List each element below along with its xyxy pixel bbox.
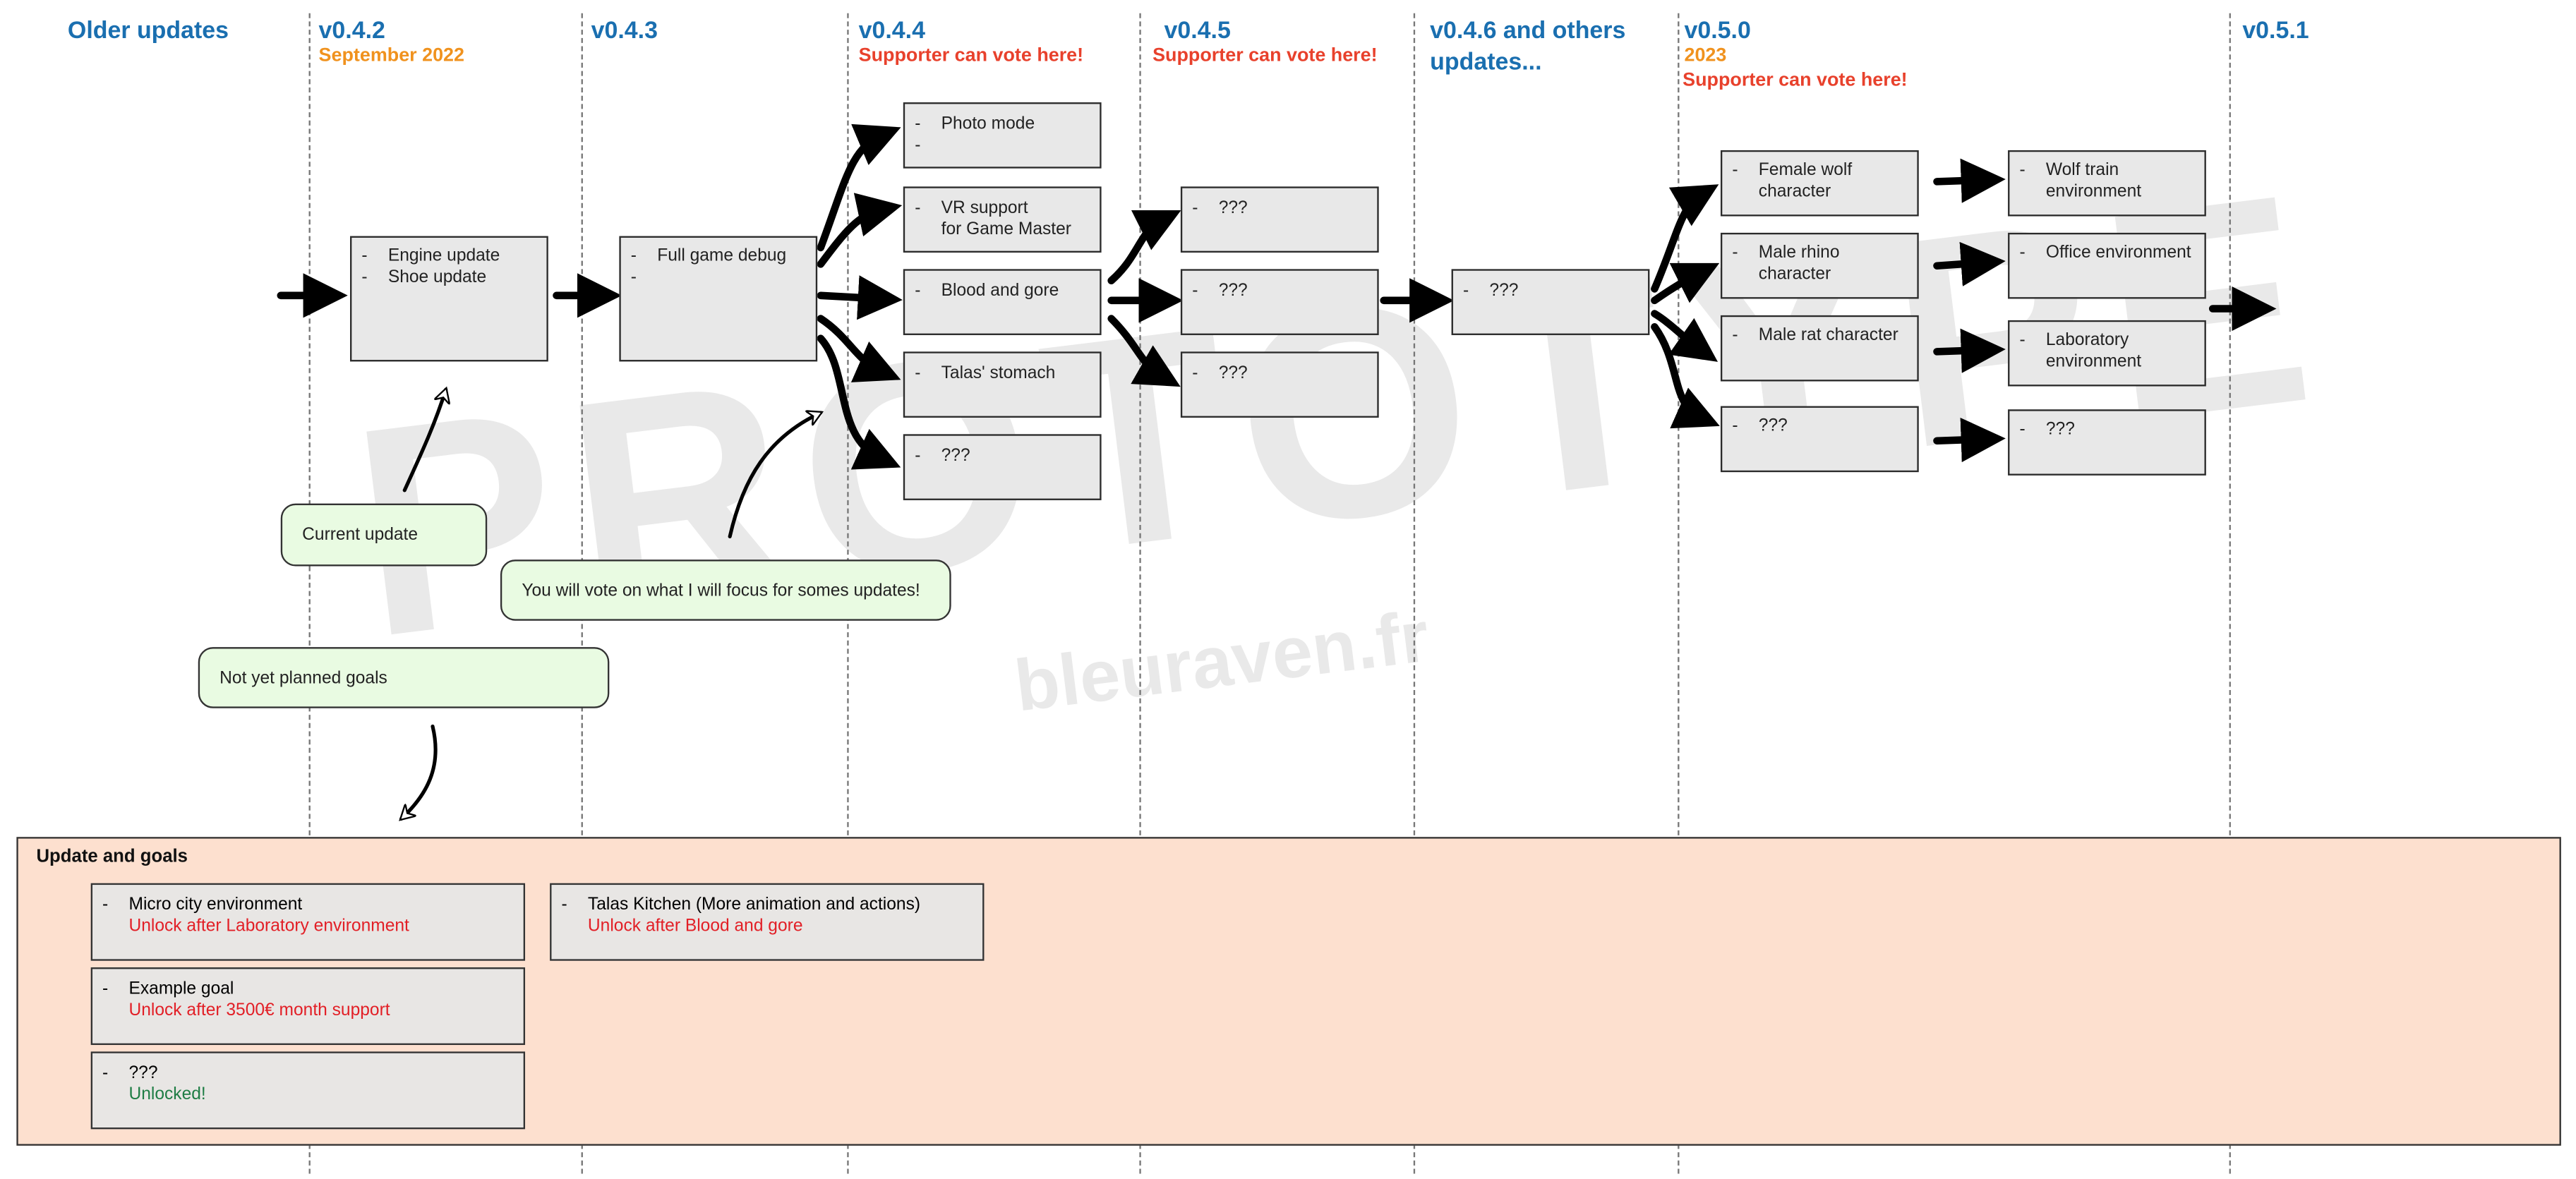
update-item: Male rat character xyxy=(1758,325,1898,345)
update-item: ??? xyxy=(1218,198,1248,218)
goal-status: Unlock after 3500€ month support xyxy=(128,1000,390,1020)
arrow-v043-to-blood xyxy=(817,275,903,320)
arrow-v046-to-unknown xyxy=(1651,322,1720,429)
column-title-v050: v0.5.0 xyxy=(1684,18,1751,45)
column-title-v043: v0.4.3 xyxy=(591,18,658,45)
column-divider xyxy=(1678,13,1680,1174)
goal-label: Micro city environment xyxy=(128,895,303,915)
goal-micro-city: -Micro city environment Unlock after Lab… xyxy=(90,883,526,961)
column-divider xyxy=(2229,13,2231,1174)
update-item: Full game debug xyxy=(657,246,787,266)
goal-label: ??? xyxy=(128,1063,158,1083)
arrow-rhino-to-office xyxy=(1933,241,2006,286)
arrow-v043-to-unknown xyxy=(817,334,901,470)
update-box-v043: -Full game debug - xyxy=(619,236,818,362)
column-vote-v044: Supporter can vote here! xyxy=(858,46,1084,66)
arrow-v046-to-rat xyxy=(1651,310,1719,362)
update-item: VR support for Game Master xyxy=(941,198,1071,240)
legend-vote-label: You will vote on what I will focus for s… xyxy=(522,580,920,600)
update-item: Laboratory environment xyxy=(2045,329,2142,372)
update-box-office: -Office environment xyxy=(2008,232,2206,299)
update-box-v045-a: -??? xyxy=(1180,186,1379,253)
update-item: Shoe update xyxy=(387,267,487,288)
pointer-not-planned xyxy=(402,724,438,818)
update-item: Photo mode xyxy=(941,114,1035,134)
arrow-v043-to-talas xyxy=(817,315,901,382)
column-title-v045: v0.4.5 xyxy=(1164,18,1231,45)
update-item: Wolf train environment xyxy=(2045,159,2142,202)
arrow-rat-to-lab xyxy=(1933,328,2006,373)
update-item: ??? xyxy=(941,445,970,466)
update-box-v044-unknown: -??? xyxy=(903,434,1102,500)
column-title-v042: v0.4.2 xyxy=(318,18,385,45)
update-item: ??? xyxy=(1758,416,1788,436)
update-item: ??? xyxy=(1218,280,1248,301)
arrow-blood-to-v045c xyxy=(1107,315,1181,387)
update-box-v050-unknown: -??? xyxy=(1720,406,1919,473)
update-box-v046: -??? xyxy=(1451,269,1650,335)
goals-panel-title: Update and goals xyxy=(36,847,188,867)
column-vote-v045: Supporter can vote here! xyxy=(1152,46,1378,66)
legend-vote-info: You will vote on what I will focus for s… xyxy=(500,560,951,621)
update-item: ??? xyxy=(1489,280,1519,301)
update-item: Talas' stomach xyxy=(941,363,1056,383)
goal-example: -Example goal Unlock after 3500€ month s… xyxy=(90,967,526,1046)
update-box-photo-mode: -Photo mode - xyxy=(903,102,1102,169)
legend-not-planned: Not yet planned goals xyxy=(198,647,610,708)
update-box-male-rhino: -Male rhino character xyxy=(1720,232,1919,299)
column-title-v046: v0.4.6 and others updates... xyxy=(1430,18,1626,76)
goals-panel: Update and goals -Micro city environment… xyxy=(16,837,2561,1146)
update-box-talas-stomach: -Talas' stomach xyxy=(903,351,1102,418)
update-item: ??? xyxy=(1218,363,1248,383)
update-box-male-rat: -Male rat character xyxy=(1720,315,1919,382)
legend-current-update: Current update xyxy=(280,503,488,567)
arrow-v043-to-photo xyxy=(817,123,901,252)
pointer-current-update xyxy=(402,389,445,492)
arrow-wolf-to-train xyxy=(1933,158,2006,203)
arrow-blood-to-v045a xyxy=(1107,210,1181,285)
goal-status: Unlock after Laboratory environment xyxy=(128,916,409,936)
legend-not-planned-label: Not yet planned goals xyxy=(219,667,387,688)
column-title-v044: v0.4.4 xyxy=(858,18,925,45)
update-item: Female wolf character xyxy=(1758,159,1853,202)
column-title-older: Older updates xyxy=(67,18,229,45)
update-item: Blood and gore xyxy=(941,280,1059,301)
arrow-v046-to-rhino xyxy=(1651,262,1720,305)
column-date-v050: 2023 xyxy=(1684,46,1727,66)
arrow-v043-to-vr xyxy=(817,193,903,268)
update-box-v045-c: -??? xyxy=(1180,351,1379,418)
update-item: Male rhino character xyxy=(1758,242,1840,284)
update-box-v042: -Engine update -Shoe update xyxy=(350,236,548,362)
column-divider xyxy=(1139,13,1141,1174)
goal-talas-kitchen: -Talas Kitchen (More animation and actio… xyxy=(550,883,985,961)
column-title-v051: v0.5.1 xyxy=(2242,18,2309,45)
update-box-laboratory: -Laboratory environment xyxy=(2008,320,2206,387)
legend-current-update-label: Current update xyxy=(302,525,419,545)
update-item: ??? xyxy=(2045,419,2075,440)
arrow-v046-to-wolf xyxy=(1651,184,1719,293)
column-divider xyxy=(1413,13,1416,1174)
goal-label: Talas Kitchen (More animation and action… xyxy=(587,895,921,915)
update-box-blood-and-gore: -Blood and gore xyxy=(903,269,1102,335)
update-box-vr-support: -VR support for Game Master xyxy=(903,186,1102,253)
column-divider xyxy=(308,13,311,1174)
goal-unknown: -??? Unlocked! xyxy=(90,1051,526,1130)
update-box-v045-b: -??? xyxy=(1180,269,1379,335)
goal-label: Example goal xyxy=(128,979,234,999)
arrow-unknown-to-unknown xyxy=(1933,417,2006,463)
goal-status: Unlock after Blood and gore xyxy=(587,916,803,936)
column-date-v042: September 2022 xyxy=(318,46,464,66)
column-vote-v050: Supporter can vote here! xyxy=(1683,71,1908,91)
update-box-female-wolf: -Female wolf character xyxy=(1720,150,1919,217)
update-item: Office environment xyxy=(2045,242,2191,263)
pointer-vote xyxy=(728,413,821,538)
update-box-v051-unknown: -??? xyxy=(2008,409,2206,476)
update-box-wolf-train: -Wolf train environment xyxy=(2008,150,2206,217)
update-item: Engine update xyxy=(387,246,500,266)
goal-status: Unlocked! xyxy=(128,1084,206,1105)
